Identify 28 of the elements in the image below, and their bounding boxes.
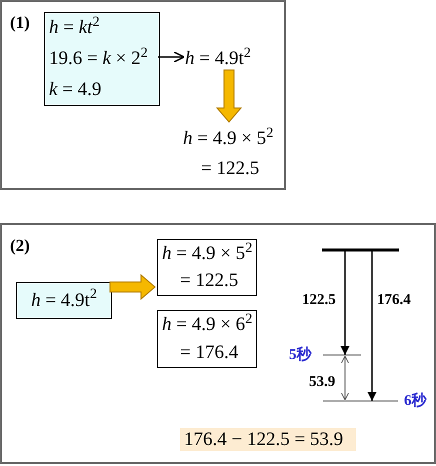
equation-text: h = 4.9 × 6$^{2}$ (162, 313, 252, 337)
panel-label: (1) (10, 12, 30, 34)
equation-text: = 122.5 (179, 269, 238, 294)
equation-text: k = 4.9 (49, 78, 102, 102)
equation-text: h = 4.9 × 5$^{2}$ (162, 242, 252, 266)
arrow (158, 51, 185, 63)
panel-frame (0, 223, 436, 464)
equation-box (157, 310, 257, 368)
equation-text: 176.4 − 122.5 = 53.9 (184, 428, 344, 452)
equation-text: = 122.5 (200, 157, 260, 181)
equation-text: h = kt$^{2}$ (49, 16, 100, 40)
equation-text: 19.6 = k × 2$^{2}$ (49, 46, 148, 71)
measure-label: 5秒 (289, 346, 312, 365)
equation-text: h = 4.9t$^{2}$ (185, 47, 251, 71)
equation-box (157, 239, 257, 296)
equation-text: h = 4.9t$^{2}$ (31, 288, 97, 312)
panel-frame (0, 0, 286, 190)
equation-text: = 176.4 (179, 341, 238, 365)
equation-box (16, 282, 112, 319)
panel-label: (2) (10, 235, 30, 257)
block-arrow (216, 70, 242, 123)
equation-text: h = 4.9 × 5$^{2}$ (183, 127, 274, 151)
measure-label: 6秒 (404, 392, 426, 411)
measure-label: 53.9 (309, 373, 336, 392)
measure-label: 122.5 (302, 291, 336, 310)
block-arrow (110, 274, 156, 300)
equation-box (44, 12, 160, 106)
measure-label: 176.4 (377, 291, 411, 310)
